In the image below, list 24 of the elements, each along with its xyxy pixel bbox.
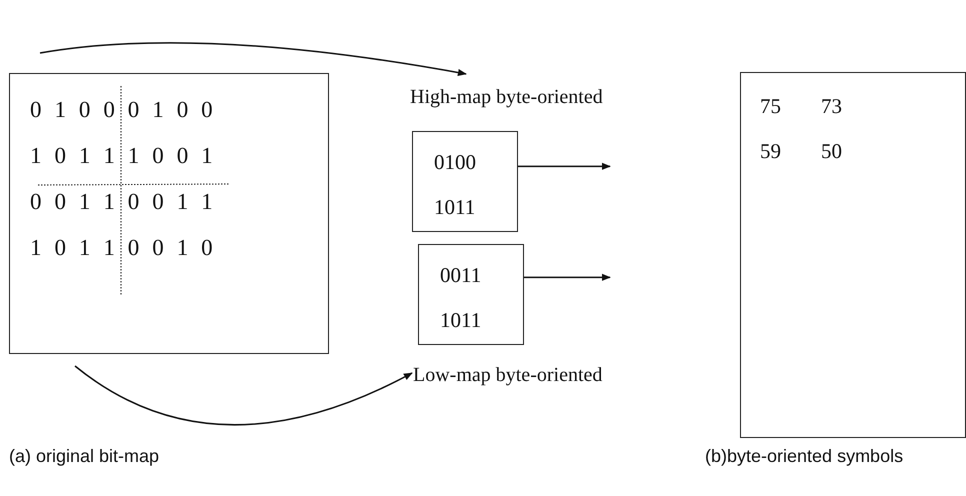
symbol-value: 59 xyxy=(760,140,781,164)
byte-value: 0011 xyxy=(440,264,482,288)
symbol-value: 75 xyxy=(760,95,781,118)
bit-row: 1 0 1 1 0 0 1 0 xyxy=(30,235,216,260)
byte-value: 1011 xyxy=(434,196,476,220)
arrow xyxy=(518,162,611,170)
figure-caption: (b)byte-oriented symbols xyxy=(705,446,904,467)
byte-value: 0100 xyxy=(434,151,476,174)
map-label: High-map byte-oriented xyxy=(410,86,603,108)
symbol-box xyxy=(740,72,966,438)
byte-box xyxy=(418,244,524,345)
symbol-value: 73 xyxy=(821,95,842,118)
bitmap-box xyxy=(9,73,329,354)
byte-value: 1011 xyxy=(440,309,482,332)
byte-box xyxy=(412,131,518,232)
figure-caption: (a) original bit-map xyxy=(9,446,160,467)
arrow xyxy=(524,274,611,281)
map-label: Low-map byte-oriented xyxy=(413,364,602,386)
arrow xyxy=(40,42,467,76)
bit-row: 1 0 1 1 1 0 0 1 xyxy=(30,143,216,168)
arrow xyxy=(74,365,413,426)
symbol-value: 50 xyxy=(821,140,842,164)
bit-row: 0 0 1 1 0 0 1 1 xyxy=(30,189,216,214)
bit-row: 0 1 0 0 0 1 0 0 xyxy=(30,97,216,122)
